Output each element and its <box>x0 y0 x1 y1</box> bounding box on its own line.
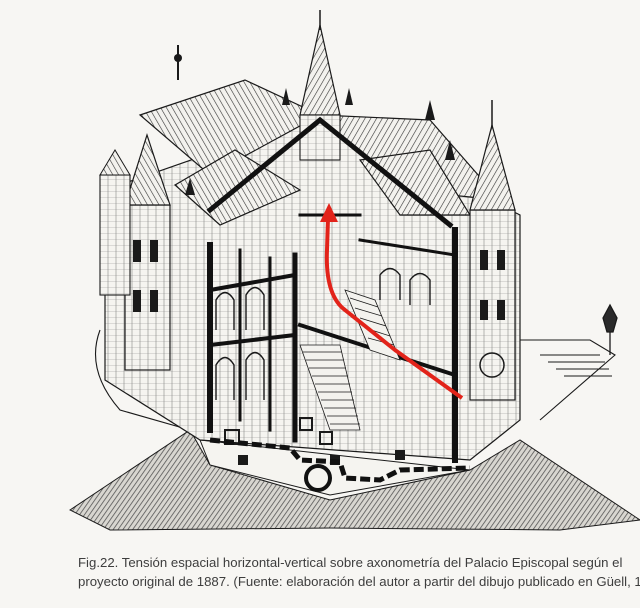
lamp-post <box>602 303 618 355</box>
tower-right <box>469 100 516 401</box>
caption-line-1: Fig.22. Tensión espacial horizontal-vert… <box>78 555 623 570</box>
section-arches <box>215 267 431 400</box>
axonometric-drawing <box>69 10 640 531</box>
figure-caption: Fig.22. Tensión espacial horizontal-vert… <box>78 553 640 591</box>
tower-back-left <box>99 45 182 296</box>
side-ramps <box>94 329 616 431</box>
central-spire <box>299 10 341 161</box>
small-pinnacles <box>185 88 455 195</box>
caption-line-2: proyecto original de 1887. (Fuente: elab… <box>78 574 640 589</box>
tension-arrow <box>320 203 464 400</box>
floor-plan <box>209 417 471 492</box>
tower-left <box>124 133 171 371</box>
ground-base <box>69 429 640 531</box>
section-cut <box>206 116 458 463</box>
